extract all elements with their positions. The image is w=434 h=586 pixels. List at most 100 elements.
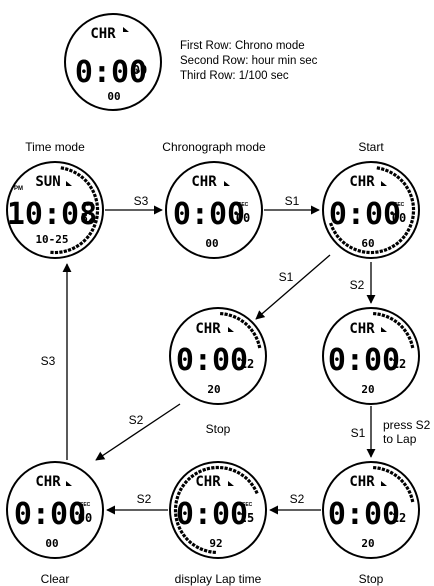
second-dot xyxy=(236,470,241,475)
second-ring-dots xyxy=(372,311,415,349)
second-dot xyxy=(243,475,249,481)
watch-sec: 00 xyxy=(78,511,92,525)
second-dot xyxy=(372,311,377,316)
second-dot xyxy=(401,235,406,240)
second-dot xyxy=(187,539,193,545)
second-dot xyxy=(232,314,237,319)
second-ring-dots xyxy=(219,311,262,349)
second-dot xyxy=(249,482,255,487)
watch-row1: CHR xyxy=(349,321,375,337)
edge-label: S1 xyxy=(285,194,300,208)
second-dot xyxy=(184,536,190,542)
second-dot xyxy=(178,487,183,492)
second-dot xyxy=(195,545,200,550)
second-dot xyxy=(381,313,386,318)
second-dot xyxy=(398,238,403,243)
second-dot xyxy=(411,215,415,220)
second-dot xyxy=(391,243,396,249)
second-dot xyxy=(95,211,100,215)
second-dot xyxy=(224,466,228,471)
second-dot xyxy=(95,215,99,220)
second-dot xyxy=(257,344,262,349)
watch-row2: 0:00 xyxy=(176,343,248,378)
second-dot xyxy=(246,324,252,330)
second-dot xyxy=(399,324,405,330)
second-dot xyxy=(208,549,212,554)
watch-row3: 60 xyxy=(361,237,374,250)
lap-note-line-2: to Lap xyxy=(383,432,417,446)
second-dot xyxy=(174,513,178,517)
second-dot xyxy=(183,479,189,485)
second-dot xyxy=(59,250,63,254)
second-dot xyxy=(232,468,237,473)
second-dot xyxy=(90,227,95,233)
watch-row3: 20 xyxy=(361,383,374,396)
second-dot xyxy=(389,470,394,475)
arrow-stop-to-clear xyxy=(95,403,181,461)
second-dot xyxy=(236,316,241,321)
edge-label: S2 xyxy=(129,413,144,427)
second-dot xyxy=(396,475,402,481)
legend: First Row: Chrono mode Second Row: hour … xyxy=(180,40,318,82)
sec-label: SEC xyxy=(83,202,94,208)
second-dot xyxy=(396,321,402,327)
second-dot xyxy=(246,478,252,484)
second-dot xyxy=(344,242,350,248)
second-dot xyxy=(249,328,255,333)
second-dot xyxy=(403,231,409,237)
second-dot xyxy=(94,197,99,202)
second-dot xyxy=(252,485,257,491)
pm-indicator: PM xyxy=(14,186,23,192)
arrow-start-to-stop xyxy=(255,254,331,320)
watch-clear: CHR 0:00 SEC 00 00 Clear xyxy=(6,461,104,586)
second-dot xyxy=(404,185,410,190)
edge-label: S1 xyxy=(279,270,294,284)
second-dot xyxy=(353,247,358,252)
second-dot xyxy=(215,465,219,470)
second-dot xyxy=(338,237,343,242)
second-dot xyxy=(409,219,414,224)
second-dot xyxy=(72,170,78,175)
second-dot xyxy=(405,331,410,337)
second-dot xyxy=(68,168,73,173)
second-dot xyxy=(402,328,408,333)
second-dot xyxy=(240,318,245,324)
watch-row2: 0:00 xyxy=(176,497,248,532)
second-dot xyxy=(63,249,68,254)
second-dot xyxy=(387,246,392,251)
watch-row2: 10:08 xyxy=(7,197,97,232)
second-dot xyxy=(219,311,224,316)
second-ring-dots xyxy=(329,166,416,255)
second-dot xyxy=(240,472,245,478)
edge-label: S2 xyxy=(350,278,365,292)
second-dot xyxy=(67,247,72,252)
second-dot xyxy=(410,197,415,202)
second-dot xyxy=(357,248,362,253)
second-dot xyxy=(341,240,346,245)
edge-label: S3 xyxy=(41,354,56,368)
second-dot xyxy=(199,547,204,552)
second-dot xyxy=(392,172,398,178)
watch-row1: CHR xyxy=(349,474,375,490)
second-dot xyxy=(71,246,76,251)
second-dot xyxy=(379,249,384,254)
state-caption: display Lap time xyxy=(175,572,262,586)
second-dot xyxy=(396,175,401,180)
state-caption: Clear xyxy=(41,572,70,586)
second-dot xyxy=(408,223,413,228)
watch-row1: CHR xyxy=(195,474,221,490)
second-dot xyxy=(380,167,385,172)
watch-row2: 0:00 xyxy=(328,497,400,532)
second-dot xyxy=(191,542,196,548)
watch-sec: 00 xyxy=(236,211,250,225)
second-dot xyxy=(402,482,408,487)
second-ring-dots xyxy=(50,166,100,255)
watch-row1: CHR xyxy=(191,174,217,190)
watch-row3: 20 xyxy=(361,537,374,550)
second-dot xyxy=(381,467,386,472)
second-dot xyxy=(366,250,370,255)
second-dot xyxy=(399,178,404,183)
edge-label: S1 xyxy=(351,426,366,440)
mode-pointer-icon xyxy=(66,481,72,486)
